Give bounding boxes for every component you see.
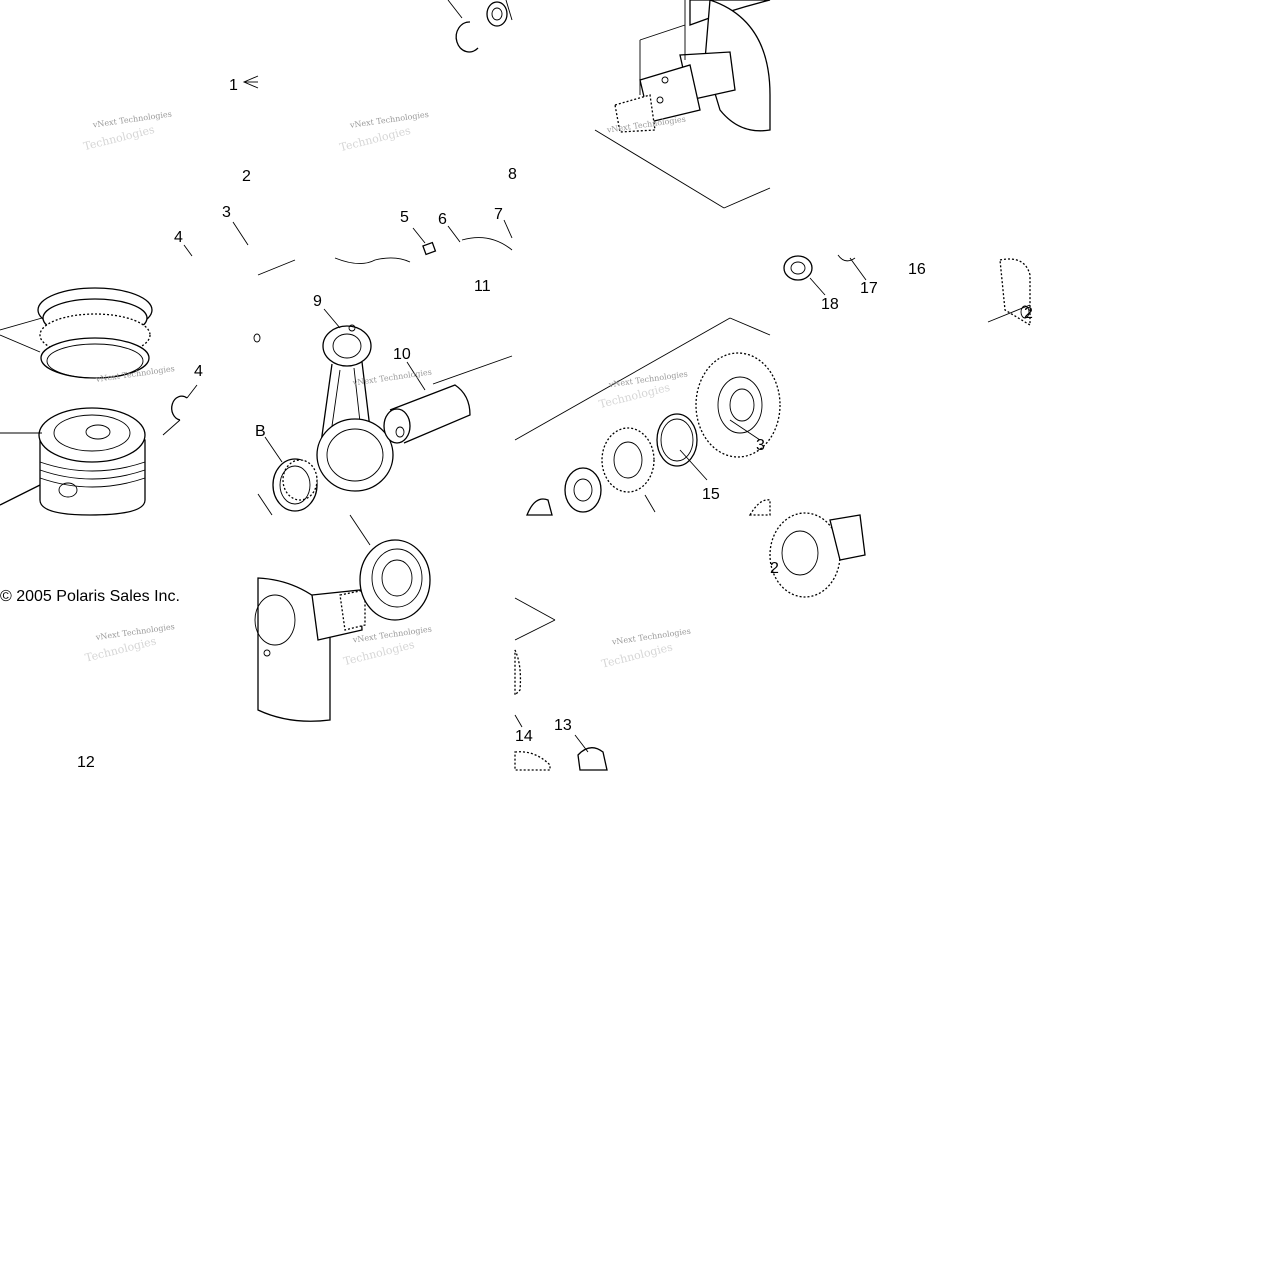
watermark-shadow: Technologies [600,640,674,670]
lower-gears [514,597,608,771]
connecting-rod [316,308,394,492]
callout-13: 13 [554,717,572,734]
crank-web-left [254,577,366,722]
watermark-shadow: Technologies [338,124,412,154]
callout-17: 17 [860,280,878,297]
callout-12: 12 [77,754,95,771]
balance-gear [769,512,866,598]
watermark: vNext Technologies [91,109,172,129]
callout-3-partial: 3 [756,437,765,454]
crank-shaft-pin [253,333,513,385]
watermark: vNext Technologies [351,624,432,644]
balance-shaft-partial [783,254,1031,327]
watermark: vNext Technologies [348,110,429,130]
piston-pin-clip [162,384,198,436]
main-bearing [349,514,431,621]
callout-2-far-partial: 2 [1024,305,1033,322]
watermark: vNext Technologies [610,627,691,647]
crankshaft-upper [594,0,771,209]
callout-2-partial: 2 [770,560,779,577]
callout-8-partial: B [255,423,266,440]
piston-pin [383,361,471,444]
callout-3: 3 [222,204,231,221]
callout-18: 18 [821,296,839,313]
callout-5: 5 [400,209,409,226]
callout-10: 10 [393,346,411,363]
callout-7: 7 [494,206,503,223]
watermark-shadow: Technologies [84,634,158,664]
callout-2: 2 [242,168,251,185]
copyright-notice: © 2005 Polaris Sales Inc. [0,588,180,605]
callout-9: 9 [313,293,322,310]
callout-8: 8 [508,166,517,183]
callout-1: 1 [229,77,238,94]
crankcase-outline [257,237,513,276]
callout-16: 16 [908,261,926,278]
circlip-top [447,0,513,53]
callout-15: 15 [702,486,720,503]
callout-labels: 1 2 3 4 4 5 6 7 8 9 10 11 12 13 14 15 16… [77,77,1033,771]
woodruff-key [412,227,437,256]
callout-14: 14 [515,728,533,745]
arrow-1 [242,75,259,89]
callout-6: 6 [438,211,447,228]
callout-4: 4 [174,229,183,246]
piston [0,407,146,516]
needle-bearing [257,436,318,516]
gear-set [514,317,781,516]
callout-11: 11 [474,278,491,295]
callout-4b: 4 [194,363,203,380]
piston-ring-set [0,287,153,379]
